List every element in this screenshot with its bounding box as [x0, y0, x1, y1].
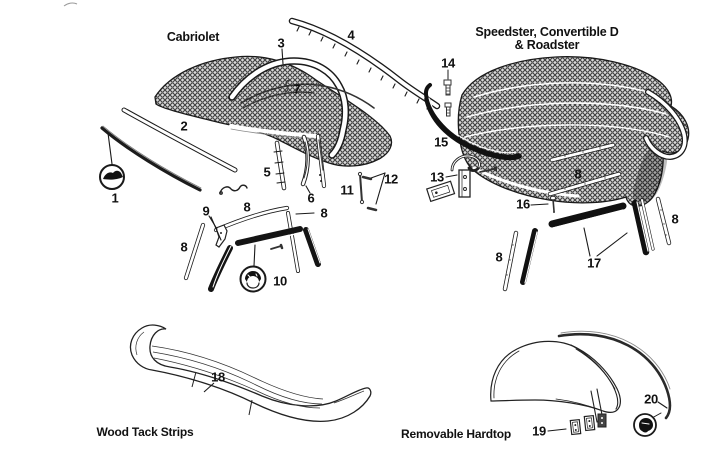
- section-title-cabriolet: Cabriolet: [166, 30, 220, 44]
- speedster-illustration: [424, 56, 690, 292]
- part-18-wood-frame: [129, 324, 372, 422]
- part-5-tack-strip: [273, 140, 287, 191]
- part-label-14: 14: [441, 55, 455, 71]
- part-label-10: 10: [273, 273, 287, 289]
- removable-hardtop-illustration: [490, 330, 672, 437]
- clip-part: [219, 184, 248, 195]
- part-6-channel: [300, 134, 310, 187]
- part-label-8-left: 8: [180, 239, 188, 255]
- rear-bow-band: [643, 89, 688, 161]
- part-19-clips: [569, 413, 607, 436]
- part1-detail-icon: [99, 132, 125, 190]
- part-label-11: 11: [340, 182, 354, 198]
- section-title-removable-hardtop: Removable Hardtop: [401, 427, 511, 441]
- frame-strips: [183, 205, 321, 292]
- part-20-seal-strip: [557, 330, 672, 420]
- part-11-rod: [357, 171, 365, 205]
- part-label-2: 2: [180, 118, 188, 134]
- part-label-5: 5: [263, 164, 271, 180]
- part-13-latch: [425, 154, 497, 203]
- part-label-8-right: 8: [320, 205, 328, 221]
- cabriolet-leader-lines: [208, 48, 386, 241]
- speedster-leader-lines: [445, 174, 628, 257]
- part-label-8-speedster-right: 8: [671, 211, 679, 227]
- scan-artifact: [63, 2, 78, 7]
- part-label-9: 9: [202, 203, 210, 219]
- leader-line-18: [203, 382, 215, 393]
- section-title-speedster: Speedster, Convertible D & Roadster: [475, 25, 619, 52]
- part-label-1: 1: [111, 190, 119, 206]
- part-16-screw: [549, 195, 557, 213]
- speedster-top-fabric: [457, 56, 690, 207]
- hardtop-leader-lines: [547, 401, 668, 432]
- part-label-7: 7: [293, 81, 301, 97]
- part-7-cable: [240, 79, 375, 109]
- part-17-seal-strips: [520, 198, 655, 285]
- part-label-19: 19: [532, 423, 546, 439]
- part-label-16: 16: [516, 196, 530, 212]
- part-label-13: 13: [430, 169, 444, 185]
- part-label-6: 6: [307, 190, 315, 206]
- part-label-20: 20: [644, 391, 658, 407]
- b-post-strip: [315, 133, 327, 189]
- part-label-18: 18: [211, 369, 225, 385]
- part-1-seal-strip: [100, 125, 202, 192]
- cabriolet-illustration: [99, 17, 441, 293]
- part-9-corner-bracket: [215, 224, 228, 248]
- part-label-15: 15: [434, 134, 448, 150]
- part-2-bow-strip: [121, 107, 238, 173]
- part20-detail-icon: [633, 412, 662, 437]
- part-14-bolts: [443, 69, 452, 117]
- part10-detail-icon: [239, 244, 267, 293]
- part-12-studs: [361, 175, 378, 212]
- part-label-8-speedster-mid: 8: [574, 166, 582, 182]
- part-3-header-bow: [228, 57, 350, 159]
- part-label-3: 3: [277, 35, 285, 51]
- hardtop-roof: [490, 340, 621, 413]
- part-label-8-top: 8: [243, 199, 251, 215]
- part-label-8-speedster-left: 8: [495, 249, 503, 265]
- wood-tack-strips-illustration: [129, 324, 372, 422]
- part-label-4: 4: [347, 27, 355, 43]
- part-8-strips: [502, 142, 672, 292]
- part-label-12: 12: [384, 171, 398, 187]
- cabriolet-top-fabric: [154, 55, 393, 167]
- part-label-17: 17: [587, 255, 601, 271]
- part-15-front-bow: [424, 83, 522, 161]
- section-title-wood-tack-strips: Wood Tack Strips: [96, 425, 194, 439]
